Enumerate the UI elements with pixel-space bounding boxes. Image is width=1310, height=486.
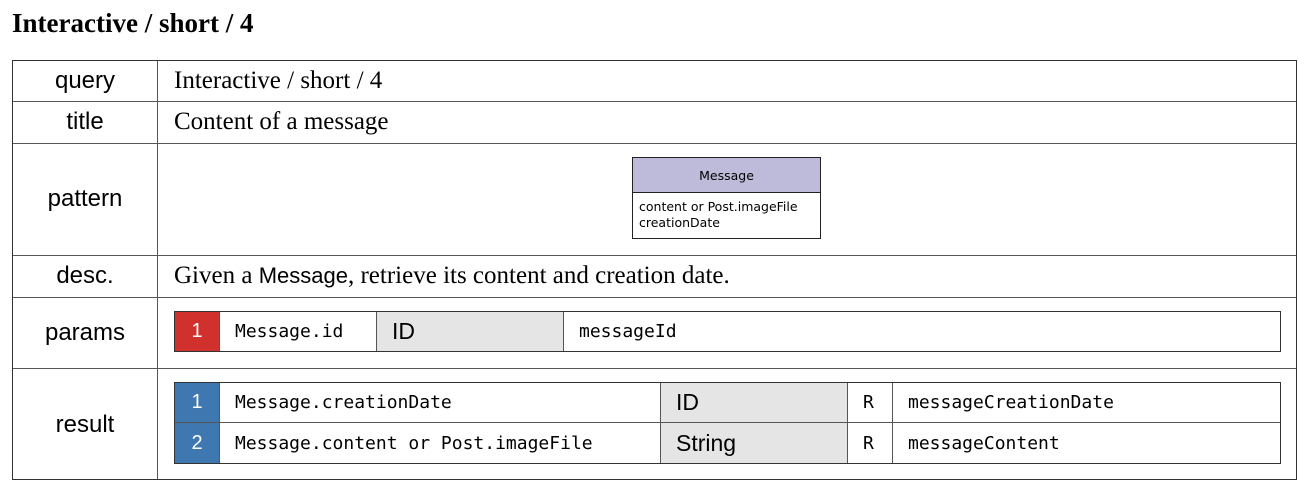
title-label: title — [66, 108, 104, 135]
result-name: messageContent — [908, 432, 1060, 454]
divider — [13, 101, 1296, 102]
desc-text: , retrieve its content and creation date… — [347, 262, 730, 289]
param-row: 1 Message.id ID messageId — [175, 312, 1280, 351]
result-attribute: Message.content or Post.imageFile — [220, 423, 661, 463]
result-label: result — [55, 410, 115, 438]
divider — [13, 143, 1296, 144]
desc-text: Given a — [174, 262, 259, 289]
query-label: query — [54, 67, 116, 94]
query-value: Interactive / short / 4 — [174, 67, 383, 94]
result-mode: R — [848, 383, 893, 422]
pattern-label: pattern — [47, 185, 123, 212]
result-number: 2 — [175, 423, 220, 463]
desc-entity: Message — [258, 263, 348, 288]
param-name: messageId — [579, 321, 677, 342]
desc-label: desc. — [56, 262, 114, 289]
result-type: ID — [661, 383, 848, 422]
param-number: 1 — [175, 312, 220, 351]
param-attribute: Message.id — [220, 312, 377, 351]
params-label: params — [44, 318, 126, 346]
result-mode: R — [848, 423, 893, 463]
result-number: 1 — [175, 383, 220, 422]
param-type: ID — [377, 312, 564, 351]
params-table: 1 Message.id ID messageId — [174, 311, 1281, 352]
desc-value: Given a Message, retrieve its content an… — [174, 255, 730, 297]
divider — [13, 297, 1296, 298]
divider — [13, 255, 1296, 256]
title-value: Content of a message — [174, 108, 389, 135]
result-table: 1 Message.creationDate ID R messageCreat… — [174, 382, 1281, 464]
result-name: messageCreationDate — [908, 392, 1114, 413]
divider — [13, 368, 1296, 369]
message-entity-box: Message content or Post.imageFile creati… — [632, 157, 821, 239]
result-row: 2 Message.content or Post.imageFile Stri… — [175, 423, 1280, 463]
result-type: String — [661, 423, 848, 463]
result-attribute: Message.creationDate — [220, 383, 661, 422]
page-heading: Interactive / short / 4 — [12, 8, 254, 38]
result-row: 1 Message.creationDate ID R messageCreat… — [175, 383, 1280, 423]
column-divider — [157, 61, 158, 479]
entity-attribute: creationDate — [639, 215, 720, 230]
entity-attribute: content or Post.imageFile — [639, 199, 798, 214]
query-table: query Interactive / short / 4 title Cont… — [12, 60, 1297, 480]
entity-name: Message — [633, 158, 820, 193]
